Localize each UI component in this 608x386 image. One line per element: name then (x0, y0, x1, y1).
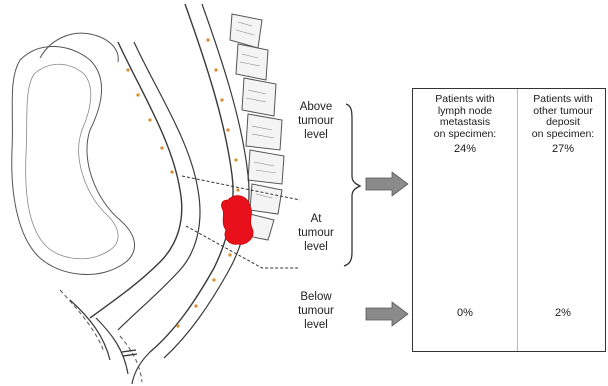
column-lymph-node: Patients with lymph node metastasis on s… (413, 89, 517, 351)
lymph-node-dots (126, 38, 241, 327)
column-other-deposit: Patients with other tumour deposit on sp… (517, 89, 608, 351)
pelvic-outline (12, 46, 135, 274)
column-header: Patients with lymph node metastasis on s… (413, 94, 517, 140)
results-table: Patients with lymph node metastasis on s… (412, 88, 606, 352)
tumour (221, 196, 252, 245)
value-above-level: 24% (413, 143, 517, 155)
arrow-below (366, 302, 408, 326)
posterior-fascia (150, 4, 233, 352)
label-below-tumour-level: Below tumour level (290, 290, 342, 332)
value-below-level: 0% (413, 307, 517, 319)
anal-canal (70, 300, 150, 384)
column-header: Patients with other tumour deposit on sp… (518, 94, 608, 140)
brace-above (344, 104, 360, 266)
rectum-wall-left (90, 42, 182, 318)
value-below-level: 2% (518, 307, 608, 319)
pelvic-outline-inner (26, 64, 118, 258)
sphincter (122, 350, 137, 356)
arrow-above (366, 172, 408, 196)
rectum-wall-right (118, 42, 200, 330)
label-above-tumour-level: Above tumour level (290, 100, 342, 142)
value-above-level: 27% (518, 143, 608, 155)
label-at-tumour-level: At tumour level (290, 212, 342, 254)
top-outline (40, 33, 118, 62)
